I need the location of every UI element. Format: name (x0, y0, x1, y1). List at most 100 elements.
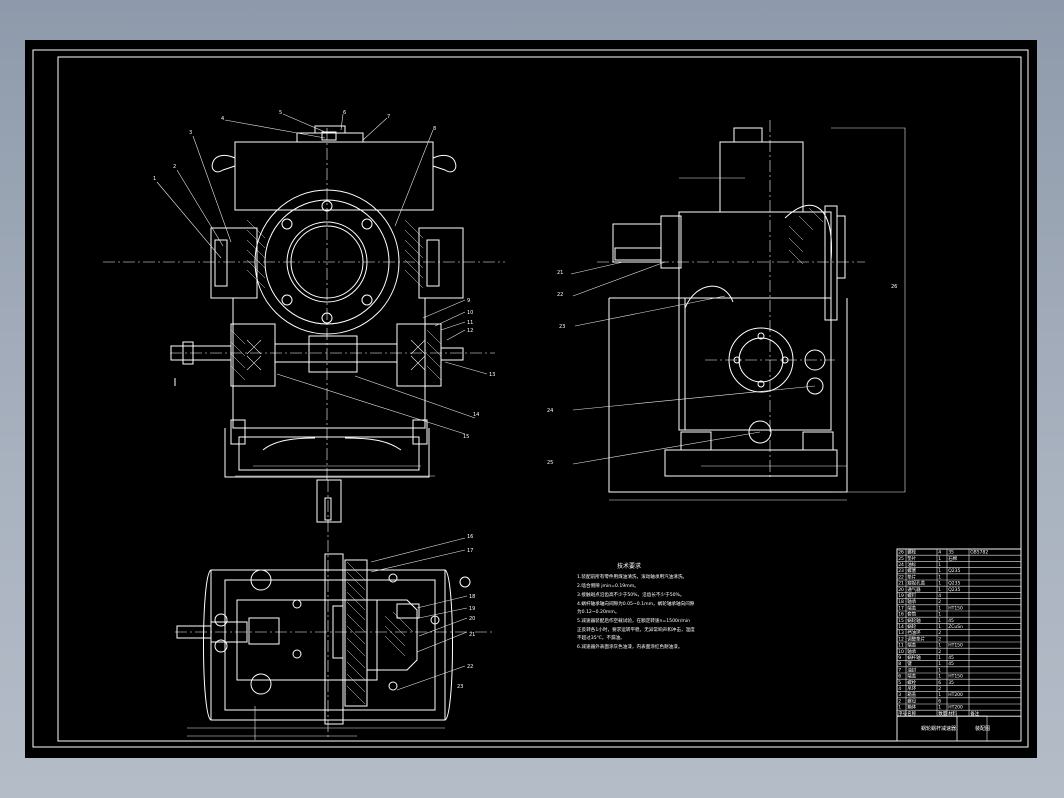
table-cell: 18 (898, 599, 904, 605)
table-cell: HT150 (948, 605, 963, 611)
tech-note-line: 5.减速器装配后作空载试验，在额定转速n=1500r/min (577, 617, 690, 624)
balloon-top-3: 18 (469, 594, 475, 600)
balloon-top-5: 20 (469, 616, 475, 622)
balloon-2: 2 (173, 164, 176, 170)
balloon-9: 9 (467, 298, 470, 304)
tech-notes-heading: 技术要求 (617, 562, 641, 570)
table-cell: 1 (938, 612, 941, 618)
table-cell: 10 (898, 649, 904, 655)
balloon-3: 3 (189, 130, 192, 136)
table-cell: 2 (938, 686, 941, 692)
table-cell: 21 (898, 581, 904, 587)
tech-note-line: 4.蜗杆轴承轴向间隙为0.05~0.1mm，蜗轮轴承轴向间隙 (577, 600, 695, 607)
table-cell: 45 (948, 655, 954, 661)
table-cell: Q235 (948, 568, 960, 574)
table-cell: 螺栓 (907, 549, 916, 556)
table-cell: 数量 (938, 710, 947, 717)
balloon-12: 12 (467, 328, 473, 334)
table-cell: 4 (898, 686, 901, 692)
table-cell: 6 (938, 680, 941, 686)
table-cell: 调整垫片 (907, 635, 925, 642)
table-cell: 17 (898, 605, 904, 611)
table-cell: 序号 (898, 710, 907, 717)
balloon-top-8: 23 (457, 684, 463, 690)
cad-viewport[interactable]: 1 2 3 4 5 6 7 8 9 10 11 12 13 14 15 (25, 40, 1037, 758)
title-box (896, 715, 1022, 742)
table-cell: 22 (898, 574, 904, 580)
balloon-10: 10 (467, 310, 473, 316)
drawing-label: 装配图 (975, 725, 990, 732)
balloon-side-6: 26 (891, 284, 897, 290)
balloons-top: 16 17 18 19 20 21 22 23 (457, 534, 475, 690)
balloons-front: 1 2 3 4 5 6 7 8 9 10 11 12 13 14 15 (153, 110, 495, 440)
side-view (570, 120, 906, 501)
table-cell: ZCuSn (948, 624, 963, 630)
table-cell: 蜗轮 (907, 623, 916, 630)
table-cell: 23 (898, 568, 904, 574)
table-cell: 箱盖 (907, 691, 916, 698)
table-cell: 窥视孔盖 (907, 580, 925, 587)
balloon-5: 5 (279, 110, 282, 116)
table-cell: 1 (938, 618, 941, 624)
balloon-side-1: 21 (557, 270, 563, 276)
table-cell: 9 (898, 655, 901, 661)
balloon-11: 11 (467, 320, 473, 326)
design-title: 蜗轮蜗杆减速器 (921, 725, 956, 732)
tech-note-line: 正反转各1小时，要求运转平稳，无异常响声和冲击，温度 (577, 626, 695, 633)
table-cell: 11 (898, 643, 904, 649)
inner-border (57, 56, 1022, 742)
table-cell: 2 (938, 649, 941, 655)
table-cell: 螺栓 (907, 679, 916, 686)
balloon-13: 13 (489, 372, 495, 378)
balloon-7: 7 (387, 114, 390, 120)
table-cell: HT200 (948, 692, 963, 698)
front-view (103, 113, 505, 480)
table-cell: 14 (898, 624, 904, 630)
table-cell: 备注 (970, 710, 979, 717)
table-cell: 35 (948, 550, 954, 556)
table-cell: 挡油环 (907, 629, 921, 636)
table-cell: 2 (938, 636, 941, 642)
balloon-8: 8 (433, 126, 436, 132)
table-cell: 端盖 (907, 642, 916, 649)
table-cell: 6 (898, 674, 901, 680)
top-view (175, 479, 495, 740)
tech-note-line: 2.啮合侧隙 jmin=0.19mm。 (577, 582, 639, 589)
table-cell: 螺钉 (907, 592, 916, 599)
table-cell: 1 (938, 674, 941, 680)
table-cell: 45 (948, 618, 954, 624)
table-cell: 1 (938, 655, 941, 661)
table-cell: 1 (938, 624, 941, 630)
table-cell: HT200 (948, 705, 963, 711)
table-cell: 1 (938, 568, 941, 574)
table-cell: 1 (938, 643, 941, 649)
balloon-side-2: 22 (557, 292, 563, 298)
table-cell: 4 (938, 550, 941, 556)
tech-note-line: 不超过35℃，不漏油。 (577, 634, 625, 641)
balloon-1: 1 (153, 176, 156, 182)
table-cell: 4 (938, 593, 941, 599)
tech-note-line: 为0.12~0.20mm。 (577, 608, 619, 615)
balloon-4: 4 (221, 116, 224, 122)
table-cell: 1 (938, 692, 941, 698)
table-cell: 蜗轮轴 (907, 617, 921, 624)
table-cell: 键 (907, 660, 912, 667)
table-cell: 端盖 (907, 673, 916, 680)
table-cell: 垫片 (907, 555, 916, 562)
balloon-14: 14 (473, 412, 479, 418)
table-cell: Q235 (948, 587, 960, 593)
balloon-side-3: 23 (559, 324, 565, 330)
balloon-6: 6 (343, 110, 346, 116)
table-cell: 25 (898, 556, 904, 562)
title-box (956, 715, 988, 742)
technical-notes: 技术要求 1.装配前所有零件用煤油清洗，滚动轴承用汽油清洗。 2.啮合侧隙 jm… (577, 562, 695, 650)
table-cell: 15 (898, 618, 904, 624)
balloon-top-4: 19 (469, 606, 475, 612)
table-cell: 1 (938, 705, 941, 711)
table-cell: 轴承 (907, 648, 916, 655)
table-cell: 7 (898, 667, 901, 673)
table-cell: 名称 (907, 710, 916, 717)
balloon-top-6: 21 (469, 632, 475, 638)
table-cell: Q235 (948, 581, 960, 587)
